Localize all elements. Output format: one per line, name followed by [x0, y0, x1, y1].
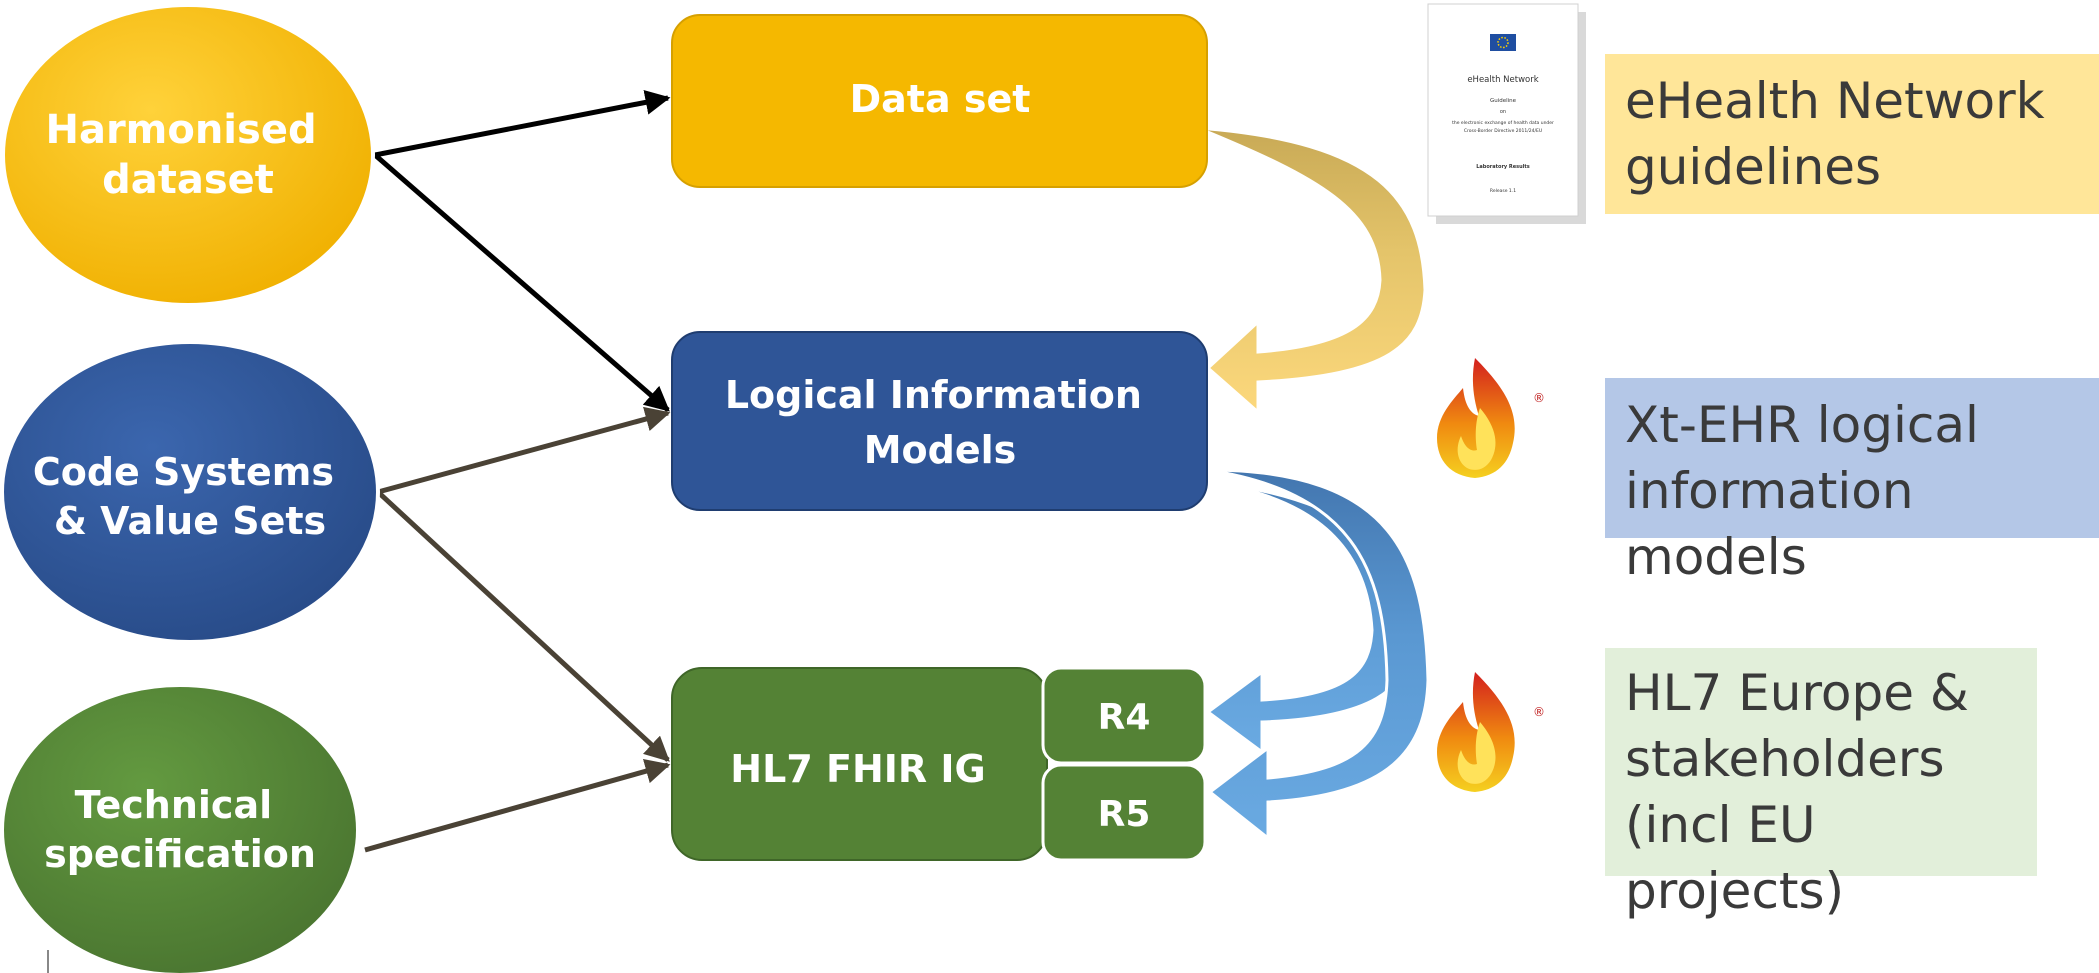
svg-text:®: ® [1533, 705, 1545, 719]
data-set-label: Data set [850, 77, 1031, 121]
doc-topic: Laboratory Results [1476, 164, 1530, 170]
arrow-codesystems-to-fhir [376, 490, 670, 762]
guideline-document-thumbnail: eHealth Network Guideline on the electro… [1427, 3, 1586, 224]
code-systems-node: Code Systems & Value Sets [0, 340, 380, 644]
eu-flag-icon [1490, 34, 1516, 51]
harmonised-line2: dataset [102, 157, 274, 203]
technical-line2: specification [44, 832, 316, 876]
arrow-codesystems-to-logical [377, 406, 671, 495]
doc-release: Release 1.1 [1490, 188, 1516, 194]
svg-text:®: ® [1533, 391, 1545, 405]
arrow-technical-to-fhir [364, 759, 671, 853]
svg-text:Technical specification: Technical specification [44, 783, 316, 876]
svg-text:Code Systems & Value Set: Code Systems & Value Sets [33, 450, 347, 543]
doc-subtitle: Guideline [1490, 98, 1517, 104]
arrow-harmonised-to-logical [373, 153, 670, 412]
svg-text:Harmonised dataset: Harmonised dataset [45, 107, 330, 203]
fhir-ig-box: HL7 FHIR IG [671, 667, 1048, 861]
fhir-ig-label: HL7 FHIR IG [730, 747, 985, 791]
harmonised-line1: Harmonised [45, 107, 316, 153]
r4-box: R4 [1041, 666, 1207, 765]
r4-label: R4 [1098, 697, 1151, 738]
connectors [364, 90, 671, 853]
doc-desc1: the electronic exchange of health data u… [1452, 120, 1554, 126]
r5-box: R5 [1041, 763, 1207, 862]
harmonised-dataset-node: Harmonised dataset [1, 3, 375, 307]
doc-on: on [1500, 109, 1506, 115]
r5-label: R5 [1098, 794, 1151, 835]
logical-line1: Logical Information [725, 373, 1142, 417]
curved-arrow-logical-to-r5 [1206, 436, 1430, 842]
hl7-europe-label: HL7 Europe & stakeholders (incl EU proje… [1605, 648, 2037, 920]
logical-line2: Models [864, 428, 1017, 472]
doc-desc2: Cross-Border Directive 2011/24/EU [1464, 128, 1542, 134]
fhir-flame-icon: ® [1437, 672, 1545, 792]
logical-models-box: Logical Information Models [671, 331, 1208, 511]
ehealth-guidelines-label: eHealth Network guidelines [1605, 54, 2099, 214]
data-set-box: Data set [671, 14, 1208, 188]
technical-specification-node: Technical specification [0, 683, 360, 973]
codesystems-line1: Code Systems [33, 450, 334, 494]
fhir-flame-icon: ® [1437, 358, 1545, 478]
svg-text:Logical Information Mode: Logical Information Models [725, 373, 1155, 472]
technical-line1: Technical [75, 783, 273, 827]
arrow-harmonised-to-dataset [374, 90, 671, 158]
doc-title: eHealth Network [1467, 75, 1538, 85]
curved-arrow-dataset-to-logical [1196, 56, 1427, 416]
codesystems-line2: & Value Sets [54, 499, 326, 543]
xtehr-models-label: Xt-EHR logical information models [1605, 378, 2099, 586]
